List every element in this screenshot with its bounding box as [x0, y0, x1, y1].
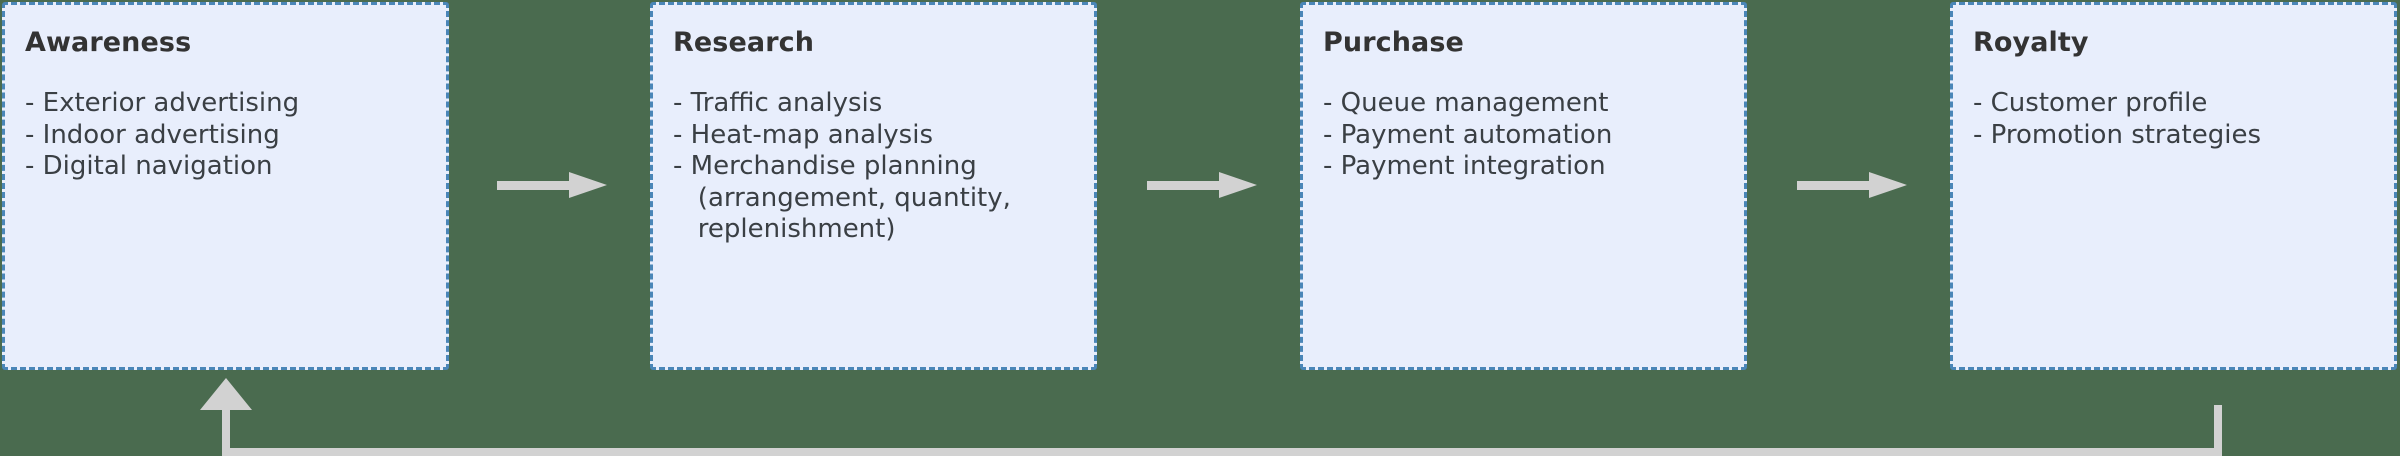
stage-box-royalty[interactable]: Royalty - Customer profile - Promotion s… [1950, 2, 2397, 370]
list-item: - Indoor advertising [25, 119, 280, 150]
feedback-loop-right-segment [2214, 405, 2222, 456]
list-item: - Customer profile [1973, 88, 2208, 119]
arrow-shaft [1797, 181, 1875, 190]
stage-item-list-purchase: - Queue management - Payment automation … [1323, 88, 1724, 183]
stage-box-purchase[interactable]: Purchase - Queue management - Payment au… [1300, 2, 1747, 370]
stage-box-research[interactable]: Research - Traffic analysis - Heat-map a… [650, 2, 1097, 370]
arrow-shaft [1147, 181, 1225, 190]
stage-content-purchase: Purchase - Queue management - Payment au… [1303, 5, 1744, 183]
arrow-awareness-to-research-icon [497, 172, 607, 198]
list-item: - Exterior advertising [25, 88, 300, 119]
arrow-head [569, 172, 607, 198]
arrow-head [1219, 172, 1257, 198]
list-item: - Payment integration [1323, 151, 1606, 182]
list-item: - Queue management [1323, 88, 1609, 119]
arrow-research-to-purchase-icon [1147, 172, 1257, 198]
stage-content-research: Research - Traffic analysis - Heat-map a… [653, 5, 1094, 246]
stage-content-royalty: Royalty - Customer profile - Promotion s… [1953, 5, 2394, 151]
stage-content-awareness: Awareness - Exterior advertising - Indoo… [5, 5, 446, 183]
stage-title-research: Research [673, 27, 815, 58]
list-item: - Promotion strategies [1973, 119, 2262, 150]
list-item: - Heat-map analysis [673, 119, 933, 150]
arrow-purchase-to-royalty-icon [1797, 172, 1907, 198]
stage-title-awareness: Awareness [25, 27, 192, 58]
stage-title-purchase: Purchase [1323, 27, 1464, 58]
feedback-loop-arrow-head-icon [200, 378, 252, 410]
stage-title-royalty: Royalty [1973, 27, 2089, 58]
list-item: - Merchandise planning (arrangement, qua… [673, 151, 1011, 245]
stage-item-list-research: - Traffic analysis - Heat-map analysis -… [673, 88, 1074, 246]
stage-box-awareness[interactable]: Awareness - Exterior advertising - Indoo… [2, 2, 449, 370]
arrow-head [1869, 172, 1907, 198]
feedback-loop-left-segment [222, 398, 230, 452]
stage-item-list-royalty: - Customer profile - Promotion strategie… [1973, 88, 2374, 151]
list-item: - Payment automation [1323, 119, 1613, 150]
list-item: - Traffic analysis [673, 88, 883, 119]
stage-item-list-awareness: - Exterior advertising - Indoor advertis… [25, 88, 426, 183]
list-item: - Digital navigation [25, 151, 273, 182]
arrow-shaft [497, 181, 575, 190]
feedback-loop-bottom-segment [222, 448, 2222, 456]
